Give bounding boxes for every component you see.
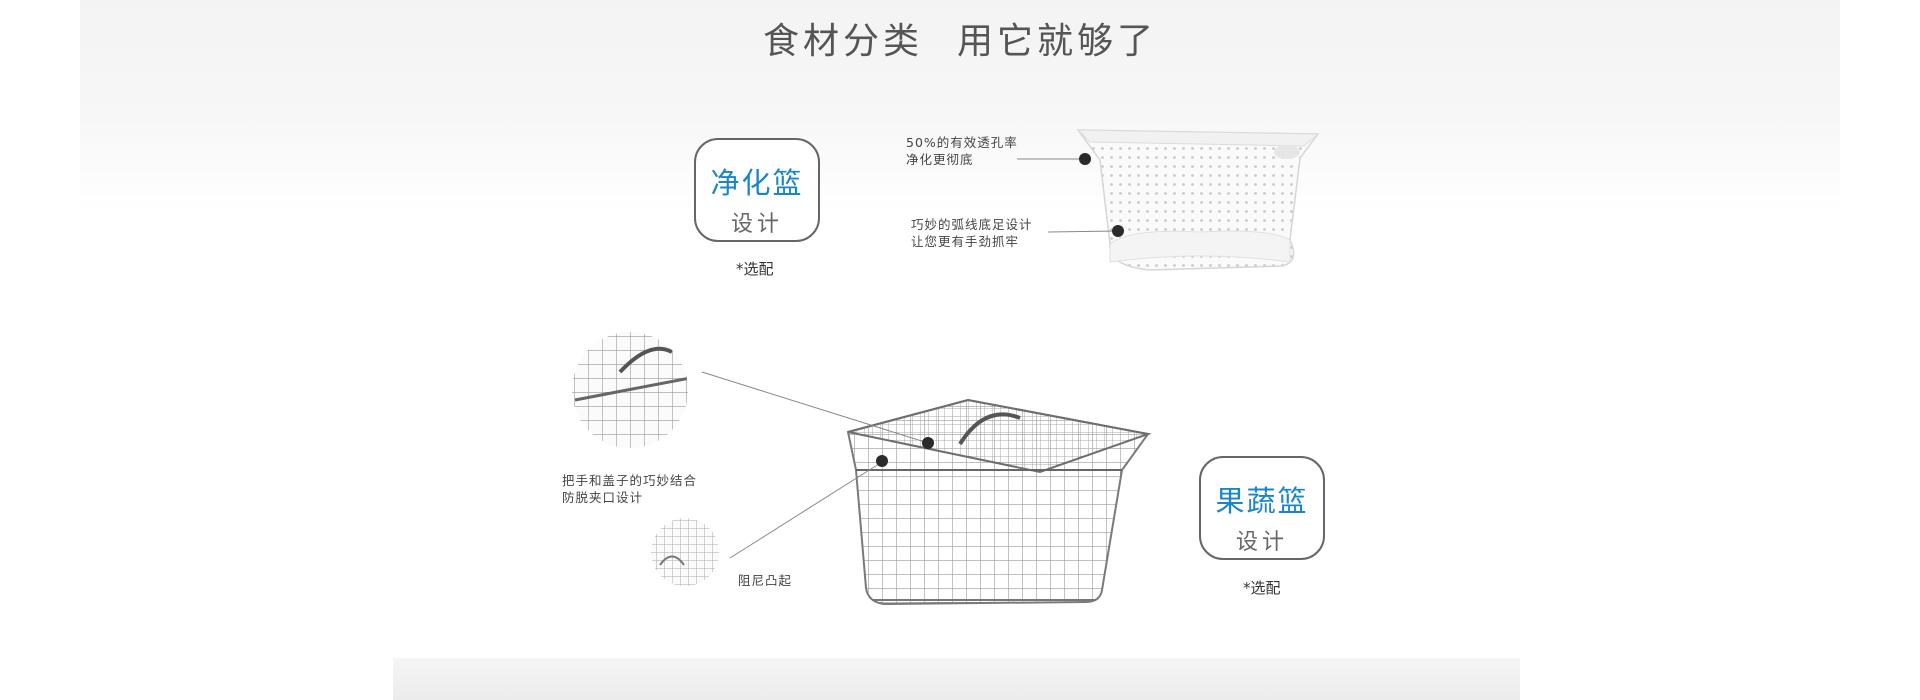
callout-dot-foot	[1112, 225, 1124, 237]
zoom-detail-handle	[572, 332, 688, 448]
purify-basket-subtitle: 设计	[730, 212, 783, 237]
bottom-background-band	[393, 658, 1520, 700]
fruit-basket-optional: *选配	[1243, 579, 1281, 597]
top-background-band	[80, 0, 1840, 215]
leader-lines	[701, 158, 1119, 559]
note-handle-lid: 把手和盖子的巧妙结合 防脱夹口设计	[562, 472, 697, 506]
note-damping-bump-line1: 阻尼凸起	[738, 573, 793, 588]
note-perforation: 50%的有效透孔率 净化更彻底	[906, 134, 1018, 168]
purify-basket-optional: *选配	[736, 260, 774, 278]
callout-dot-damping	[876, 455, 888, 467]
note-damping-bump: 阻尼凸起	[738, 572, 792, 589]
headline-part-2: 用它就够了	[957, 21, 1158, 62]
note-perforation-line2: 净化更彻底	[906, 152, 974, 167]
purify-basket-badge: 净化篮 设计	[694, 138, 820, 242]
note-handle-lid-line2: 防脱夹口设计	[562, 490, 644, 505]
fruit-basket-illustration	[846, 398, 1152, 606]
fruit-basket-badge: 果蔬篮 设计	[1199, 456, 1325, 560]
note-perforation-line1: 50%的有效透孔率	[906, 135, 1018, 150]
note-curved-foot-line2: 让您更有手劲抓牢	[911, 234, 1020, 249]
note-curved-foot: 巧妙的弧线底足设计 让您更有手劲抓牢	[911, 216, 1033, 250]
note-curved-foot-line1: 巧妙的弧线底足设计	[911, 217, 1033, 232]
purify-basket-illustration	[1076, 129, 1320, 271]
headline-part-1: 食材分类	[762, 21, 923, 62]
zoom-detail-damping	[651, 518, 719, 586]
callout-dot-handle	[922, 437, 934, 449]
fruit-basket-title: 果蔬篮	[1215, 484, 1309, 518]
callout-dot-perforation	[1079, 153, 1091, 165]
purify-basket-title: 净化篮	[710, 166, 804, 200]
fruit-basket-subtitle: 设计	[1235, 530, 1288, 555]
note-handle-lid-line1: 把手和盖子的巧妙结合	[562, 473, 698, 488]
page-headline: 食材分类用它就够了	[0, 12, 1920, 64]
